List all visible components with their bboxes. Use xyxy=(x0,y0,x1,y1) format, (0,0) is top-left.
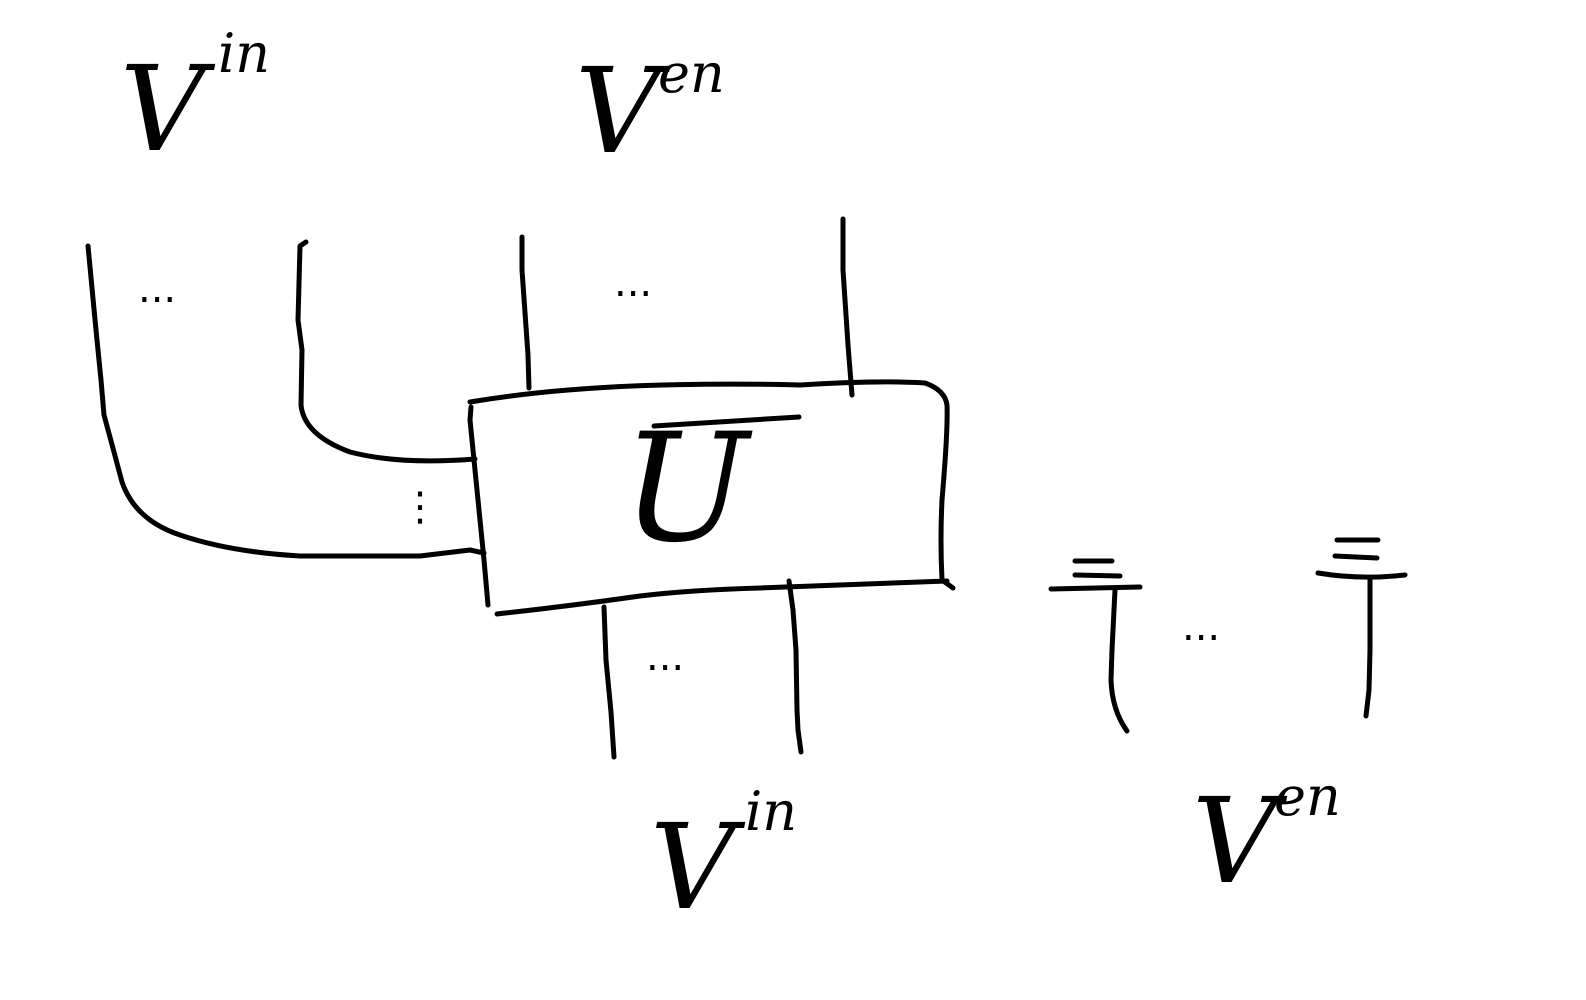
wire-top-left xyxy=(519,234,532,391)
ellipsis-top-left: ... xyxy=(138,266,176,312)
state-wire-left xyxy=(1108,587,1130,734)
ellipsis-bottom-mid: ... xyxy=(646,634,684,680)
wire-left-inner xyxy=(295,239,478,464)
label-top-mid-v: V xyxy=(575,42,671,180)
label-bottom-mid-superscript: in xyxy=(745,780,797,843)
box-label-bar xyxy=(651,414,802,429)
ellipsis-top-mid: ... xyxy=(614,260,652,306)
state-cap-right xyxy=(1315,537,1408,580)
wire-bottom-right xyxy=(786,578,804,755)
wire-bottom-left xyxy=(601,604,617,760)
state-wire-right xyxy=(1363,575,1373,719)
label-bottom-right-v: V xyxy=(1192,772,1288,910)
box-outline xyxy=(467,379,956,617)
ellipsis-left-side: ⋮ xyxy=(400,484,440,530)
label-top-left-superscript: in xyxy=(218,22,270,85)
label-bottom-right-superscript: en xyxy=(1274,765,1341,828)
wire-top-right xyxy=(840,216,855,398)
ellipsis-bottom-right: ... xyxy=(1182,604,1220,650)
label-top-mid-superscript: en xyxy=(658,42,725,105)
label-top-left-v: V xyxy=(120,40,216,178)
box-label: U xyxy=(622,402,753,576)
wire-left-outer xyxy=(85,243,487,559)
label-bottom-mid-v: V xyxy=(650,798,746,936)
state-cap-left xyxy=(1048,558,1143,592)
